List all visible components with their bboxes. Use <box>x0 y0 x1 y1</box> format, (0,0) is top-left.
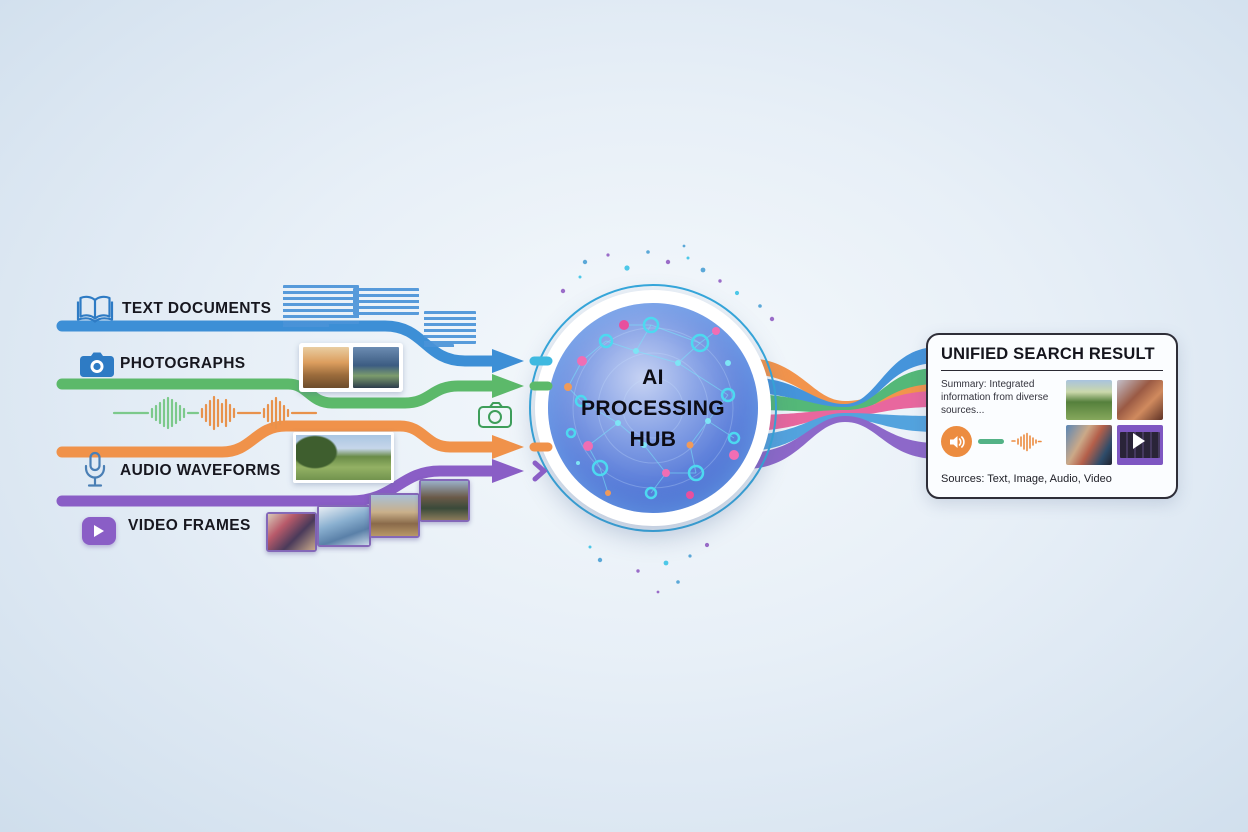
arrow-video <box>492 459 524 483</box>
audio-progress-bar <box>978 439 1004 444</box>
video-play-icon <box>1133 433 1145 449</box>
summary-text: Summary: Integrated information from div… <box>941 379 1049 416</box>
microphone-icon <box>84 451 106 487</box>
photo-landscape <box>293 432 394 483</box>
speaker-icon <box>941 426 972 457</box>
panel-body: Summary: Integrated information from div… <box>941 378 1163 465</box>
sources-text: Sources: Text, Image, Audio, Video <box>941 473 1112 485</box>
hub-title-line2: PROCESSING <box>580 396 726 420</box>
video-frame-valley <box>421 481 468 520</box>
camera-outline-icon <box>478 402 512 428</box>
hub-sphere <box>548 303 758 513</box>
camera-icon <box>80 352 114 377</box>
photo-water <box>353 347 399 388</box>
text-snippet-block <box>424 344 454 350</box>
video-frame-desert <box>371 495 418 536</box>
video-frame <box>419 479 470 522</box>
video-frame-people <box>268 514 315 550</box>
play-triangle <box>94 525 104 537</box>
text-snippet-block <box>283 285 359 324</box>
play-icon <box>82 517 116 545</box>
input-label-audio-waveforms: AUDIO WAVEFORMS <box>120 462 281 479</box>
text-snippet-block <box>353 288 419 315</box>
photo-thumbnails-card <box>299 343 403 392</box>
arrow-audio <box>492 435 524 459</box>
text-snippet-block <box>424 311 476 344</box>
hub-title-line3: HUB <box>629 427 677 451</box>
input-label-photographs: PHOTOGRAPHS <box>120 355 246 372</box>
photo-sunset <box>303 347 349 388</box>
audio-waveform-graphic <box>112 395 318 431</box>
unified-search-result-panel: UNIFIED SEARCH RESULT Summary: Integrate… <box>926 333 1178 499</box>
hub-network-graphic <box>564 316 741 500</box>
hub-title-line1: AI <box>642 365 664 389</box>
mini-waveform-icon <box>1011 432 1042 451</box>
audio-result-row <box>941 426 1059 457</box>
result-thumb-person <box>1117 380 1163 420</box>
video-frame <box>266 512 317 552</box>
result-thumbnail-grid <box>1066 380 1163 465</box>
book-icon <box>76 295 114 323</box>
result-thumb-people <box>1066 425 1112 465</box>
arrow-text <box>492 349 524 373</box>
video-frame <box>369 493 420 538</box>
panel-divider <box>941 370 1163 371</box>
input-label-text-documents: TEXT DOCUMENTS <box>122 300 272 317</box>
input-label-video-frames: VIDEO FRAMES <box>128 517 251 534</box>
video-frame-city <box>319 507 369 545</box>
video-frame <box>317 505 371 547</box>
arrow-photo <box>492 374 524 398</box>
panel-summary-column: Summary: Integrated information from div… <box>941 378 1059 465</box>
panel-title: UNIFIED SEARCH RESULT <box>941 345 1155 363</box>
ai-hub: AI PROCESSING HUB <box>529 284 777 532</box>
result-thumb-landscape <box>1066 380 1112 420</box>
result-thumb-video <box>1117 425 1163 465</box>
hub-title: AI PROCESSING HUB <box>548 303 758 513</box>
text-snippet-block <box>283 324 329 330</box>
